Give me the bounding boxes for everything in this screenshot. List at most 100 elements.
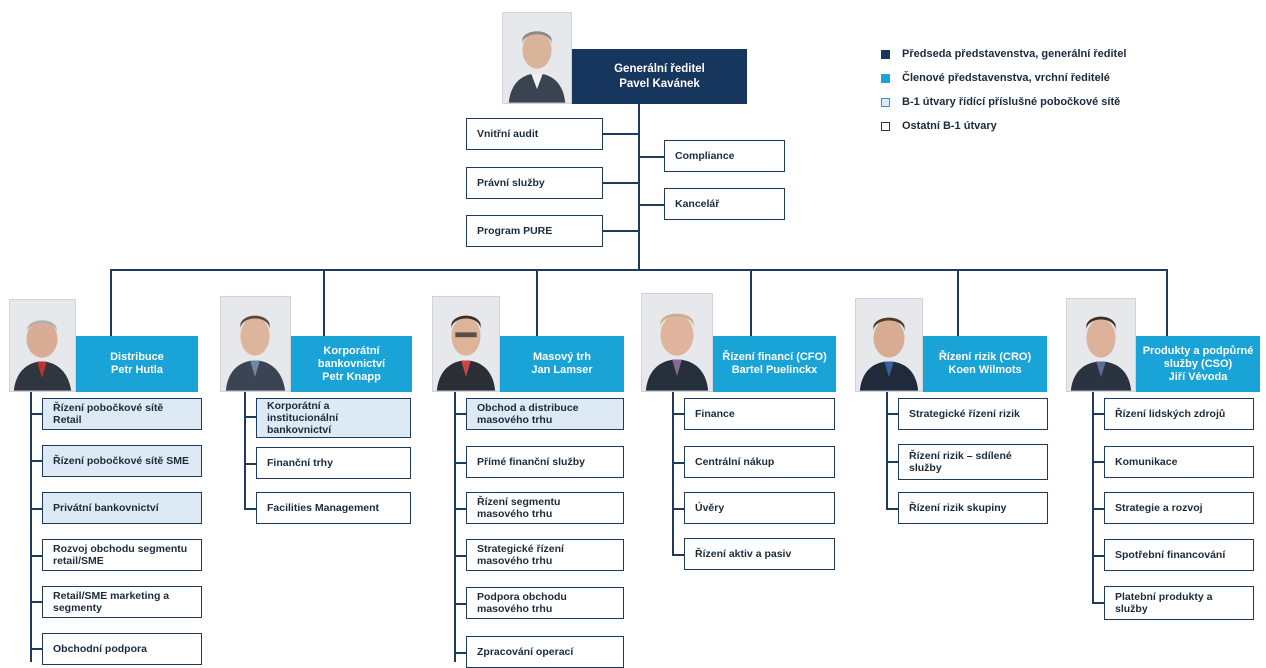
unit-stub [244,416,256,418]
ceo-photo [502,12,572,104]
legend-label: B-1 útvary řídící příslušné pobočkové sí… [902,96,1121,108]
division-spine [30,392,32,662]
unit-box: Zpracování operací [466,636,624,668]
division-drop-line [536,269,538,336]
staff-right-line [638,156,664,158]
staff-right-line [638,204,664,206]
division-photo [220,296,291,392]
division-title: Korporátní bankovnictví [317,344,386,370]
legend-label: Ostatní B-1 útvary [902,120,997,132]
person-icon [642,294,712,391]
staff-unit-box: Právní služby [466,167,603,199]
legend-swatch-white [881,121,890,131]
unit-box: Strategické řízení rizik [898,398,1048,430]
unit-box: Facilities Management [256,492,411,524]
division-drop-line [957,269,959,336]
unit-stub [30,555,42,557]
staff-left-line [603,230,639,232]
ceo-trunk-line [638,104,640,271]
division-title: Distribuce [110,351,164,363]
division-photo [855,298,923,392]
unit-stub [454,508,466,510]
division-spine [454,392,456,662]
division-head-name: Jiří Vévoda [1168,370,1228,383]
unit-box: Obchodní podpora [42,633,202,665]
division-photo [1066,298,1136,392]
division-head-box: Korporátní bankovnictví Petr Knapp [291,336,412,392]
legend: Předseda představenstva, generální ředit… [881,42,1126,138]
unit-stub [244,508,256,510]
unit-box: Platební produkty a služby [1104,586,1254,620]
unit-box: Finanční trhy [256,447,411,479]
unit-stub [1092,602,1104,604]
unit-box: Přímé finanční služby [466,446,624,478]
unit-box: Finance [684,398,835,430]
unit-stub [1092,508,1104,510]
division-drop-line [110,269,112,336]
legend-item: Předseda představenstva, generální ředit… [881,42,1126,66]
unit-box: Komunikace [1104,446,1254,478]
ceo-box: Generální ředitel Pavel Kavánek [572,49,747,104]
unit-stub [30,648,42,650]
unit-stub [1092,413,1104,415]
unit-stub [1092,461,1104,463]
unit-stub [30,413,42,415]
division-head-name: Petr Knapp [322,370,381,383]
division-drop-line [1166,269,1168,336]
staff-left-line [603,182,639,184]
unit-box: Strategické řízení masového trhu [466,539,624,571]
division-photo [9,299,76,392]
legend-label: Předseda představenstva, generální ředit… [902,48,1127,60]
division-head-box: Řízení rizik (CRO) Koen Wilmots [923,336,1047,392]
division-drop-line [323,269,325,336]
division-spine [1092,392,1094,604]
unit-box: Spotřební financování [1104,539,1254,571]
unit-stub [454,413,466,415]
division-head-box: Produkty a podpůrné služby (CSO) Jiří Vé… [1136,336,1260,392]
unit-stub [672,554,684,556]
division-head-box: Distribuce Petr Hutla [76,336,198,392]
division-head-box: Masový trh Jan Lamser [500,336,624,392]
staff-unit-box: Kancelář [664,188,785,220]
unit-box: Retail/SME marketing a segmenty [42,586,202,618]
division-photo [641,293,713,392]
division-drop-line [750,269,752,336]
ceo-title: Generální ředitel [614,62,705,75]
division-title: Řízení rizik (CRO) [938,351,1032,363]
division-title: Produkty a podpůrné služby (CSO) [1142,344,1254,370]
person-icon [1067,299,1135,391]
division-head-name: Petr Hutla [111,364,163,376]
staff-unit-box: Vnitřní audit [466,118,603,150]
unit-box: Řízení lidských zdrojů [1104,398,1254,430]
unit-stub [886,413,898,415]
unit-stub [672,508,684,510]
staff-unit-box: Compliance [664,140,785,172]
unit-stub [30,460,42,462]
legend-item: B-1 útvary řídící příslušné pobočkové sí… [881,90,1126,114]
division-title: Masový trh [532,351,592,363]
unit-box: Privátní bankovnictví [42,492,202,524]
person-icon [221,297,290,391]
staff-unit-box: Program PURE [466,215,603,247]
division-spine [886,392,888,510]
legend-item: Členové představenstva, vrchní ředitelé [881,66,1126,90]
unit-box: Řízení pobočkové sítě SME [42,445,202,477]
unit-box: Strategie a rozvoj [1104,492,1254,524]
legend-swatch-blue [881,73,890,83]
unit-stub [454,603,466,605]
unit-stub [244,463,256,465]
unit-stub [454,555,466,557]
legend-label: Členové představenstva, vrchní ředitelé [902,72,1110,84]
unit-box: Korporátní a institucionální bankovnictv… [256,398,411,438]
unit-stub [454,462,466,464]
person-icon [10,300,75,391]
unit-box: Řízení segmentu masového trhu [466,492,624,524]
unit-stub [30,508,42,510]
person-icon [503,13,571,103]
division-head-box: Řízení financí (CFO) Bartel Puelinckx [713,336,836,392]
division-head-name: Bartel Puelinckx [731,364,818,376]
unit-stub [886,461,898,463]
division-spine [672,392,674,555]
unit-box: Centrální nákup [684,446,835,478]
division-title: Řízení financí (CFO) [722,351,827,363]
